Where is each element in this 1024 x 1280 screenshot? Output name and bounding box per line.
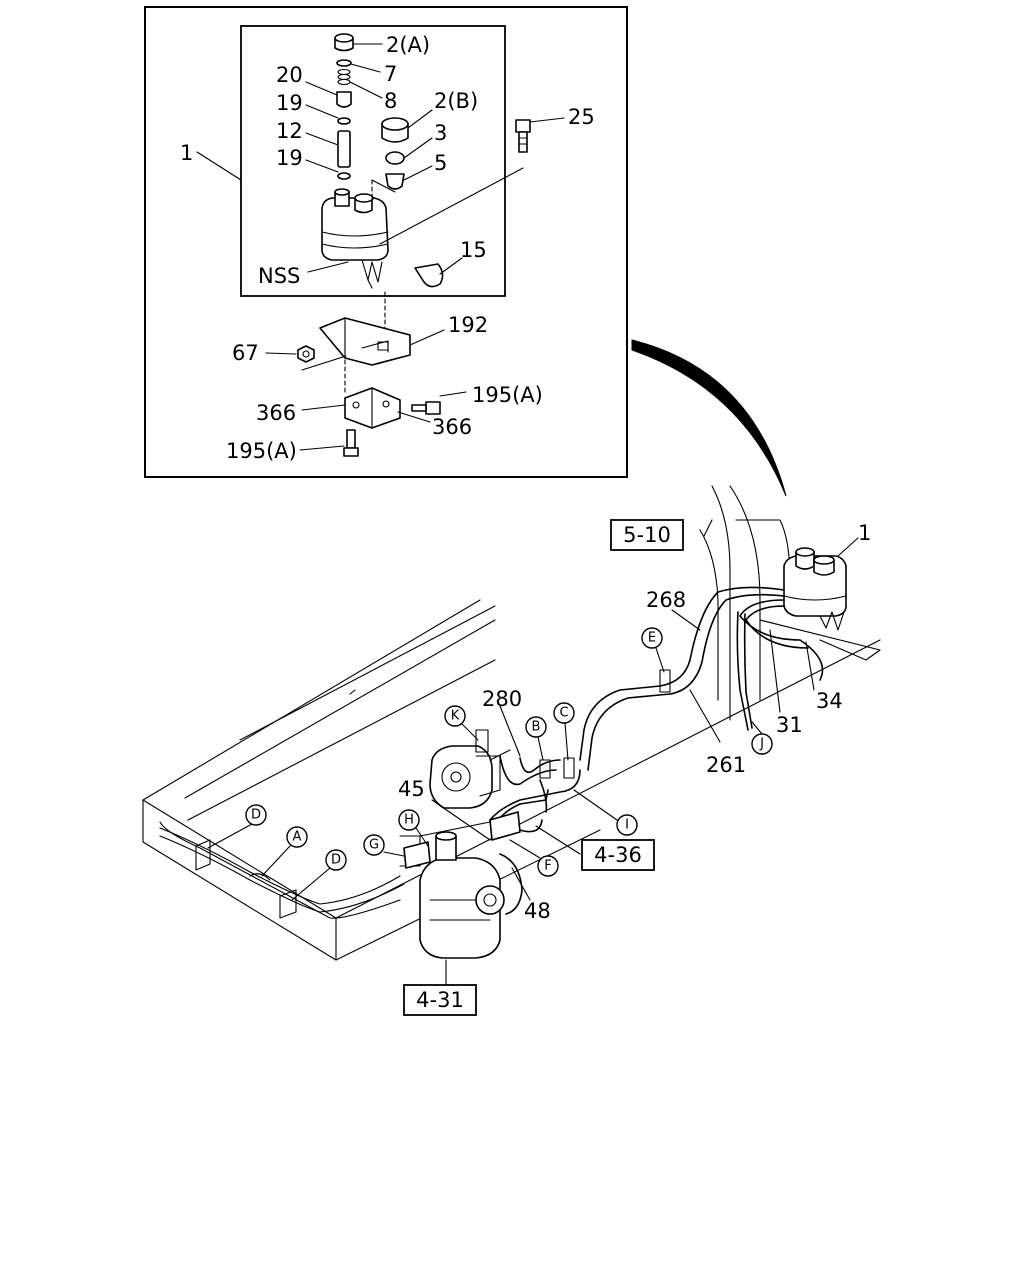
reservoir-tank-main — [783, 547, 847, 631]
svg-text:H: H — [404, 813, 414, 828]
label-part-192: 192 — [448, 313, 488, 337]
spring-8 — [337, 68, 351, 86]
callout-j: J — [751, 733, 773, 755]
callout-h: H — [398, 809, 420, 831]
circled-callouts: E K B C J I D A D H G F — [245, 627, 773, 877]
label-part-2a: 2(A) — [386, 33, 430, 57]
nut-67 — [297, 345, 315, 363]
o-ring-19b — [337, 172, 351, 180]
reservoir-cap-2a — [334, 33, 354, 52]
tube-12 — [337, 130, 351, 168]
hose-clips — [539, 669, 671, 779]
reservoir-tank-inset — [321, 188, 389, 289]
callout-f: F — [537, 855, 559, 877]
label-part-280: 280 — [482, 687, 522, 711]
svg-text:F: F — [544, 859, 551, 874]
hose-268 — [579, 586, 785, 761]
steering-gear-box — [399, 811, 521, 959]
svg-text:J: J — [759, 737, 764, 752]
label-part-34: 34 — [816, 689, 843, 713]
label-part-25: 25 — [568, 105, 595, 129]
ref-box-4-36[interactable]: 4-36 — [581, 839, 655, 871]
svg-text:I: I — [625, 818, 629, 833]
bolt-195a-upper — [411, 401, 441, 415]
reservoir-cap-2b — [381, 117, 409, 143]
label-part-45: 45 — [398, 777, 425, 801]
callout-g: G — [363, 834, 385, 856]
callout-k: K — [444, 705, 466, 727]
label-part-48: 48 — [524, 899, 551, 923]
valve-20 — [336, 91, 352, 108]
inset-inner-frame — [240, 25, 506, 297]
label-part-7: 7 — [384, 62, 397, 86]
label-part-12: 12 — [276, 119, 303, 143]
callout-b: B — [525, 716, 547, 738]
bracket-192 — [319, 317, 411, 366]
svg-text:A: A — [293, 830, 302, 845]
label-part-19b: 19 — [276, 146, 303, 170]
hose-31 — [736, 611, 749, 731]
detail-pointer-arc — [631, 339, 787, 497]
inset-outer-frame — [144, 6, 628, 478]
callout-d-2: D — [325, 849, 347, 871]
callout-d-1: D — [245, 804, 267, 826]
hose-34 — [739, 599, 824, 681]
label-part-366a: 366 — [256, 401, 296, 425]
detail-inset — [144, 6, 628, 478]
label-part-8: 8 — [384, 89, 397, 113]
hose-280 — [519, 757, 561, 774]
svg-text:5-10: 5-10 — [623, 523, 671, 547]
callout-i: I — [616, 814, 638, 836]
o-ring-7 — [336, 59, 352, 67]
frame-clamps — [159, 827, 405, 919]
label-part-nss: NSS — [258, 264, 300, 288]
label-part-20: 20 — [276, 63, 303, 87]
label-part-1-main: 1 — [858, 521, 871, 545]
seal-3 — [385, 151, 405, 165]
label-part-1: 1 — [180, 141, 193, 165]
bolt-195a-lower — [343, 429, 359, 457]
power-steering-pump — [429, 729, 511, 809]
label-part-2b: 2(B) — [434, 89, 478, 113]
callout-c: C — [553, 702, 575, 724]
callout-e: E — [641, 627, 663, 649]
label-part-3: 3 — [434, 121, 447, 145]
part-number-labels: 1 2(A) 7 20 8 19 2(B) 12 3 19 5 25 15 NS… — [180, 33, 871, 923]
label-part-5: 5 — [434, 151, 447, 175]
main-assembly — [142, 485, 881, 986]
strainer-5 — [385, 173, 405, 190]
frame-rail — [142, 599, 881, 961]
reference-boxes: 5-10 4-36 4-31 — [403, 519, 684, 1016]
label-part-19a: 19 — [276, 91, 303, 115]
pressure-line — [489, 769, 581, 821]
svg-text:C: C — [559, 706, 568, 721]
svg-text:D: D — [251, 808, 261, 823]
svg-text:G: G — [369, 838, 379, 853]
label-part-31: 31 — [776, 713, 803, 737]
label-part-261: 261 — [706, 753, 746, 777]
label-part-366b: 366 — [432, 415, 472, 439]
cab-pillar — [699, 485, 881, 721]
svg-text:E: E — [648, 631, 656, 646]
label-part-195a-lower: 195(A) — [226, 439, 297, 463]
label-part-195a-upper: 195(A) — [472, 383, 543, 407]
svg-text:4-36: 4-36 — [594, 843, 642, 867]
label-part-67: 67 — [232, 341, 259, 365]
svg-text:4-31: 4-31 — [416, 988, 464, 1012]
clamp-15 — [414, 263, 444, 288]
bracket-366 — [344, 387, 401, 429]
ref-box-5-10[interactable]: 5-10 — [610, 519, 684, 551]
label-part-268: 268 — [646, 588, 686, 612]
callout-a: A — [286, 826, 308, 848]
bolt-25 — [515, 119, 531, 153]
svg-text:K: K — [451, 709, 460, 724]
label-part-15: 15 — [460, 238, 487, 262]
svg-text:B: B — [532, 720, 541, 735]
o-ring-19a — [337, 117, 351, 125]
svg-text:D: D — [331, 853, 341, 868]
ref-box-4-31[interactable]: 4-31 — [403, 984, 477, 1016]
